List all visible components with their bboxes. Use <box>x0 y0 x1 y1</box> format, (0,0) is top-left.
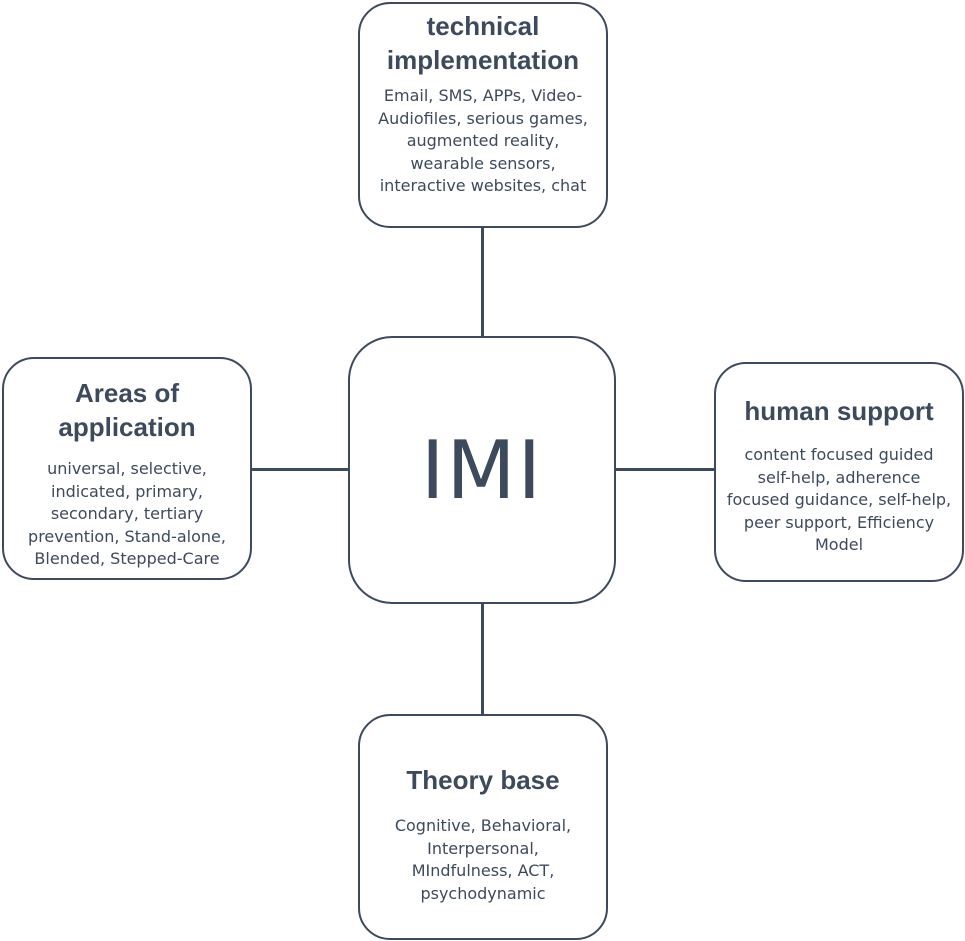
connector-bottom <box>481 604 484 714</box>
connector-right <box>616 468 714 471</box>
technical-implementation-node: technical implementation Email, SMS, APP… <box>358 2 608 228</box>
theory-base-title: Theory base <box>406 765 560 795</box>
center-node: IMI <box>348 336 616 604</box>
human-support-title: human support <box>744 396 934 426</box>
areas-of-application-node: Areas of application universal, selectiv… <box>2 357 252 580</box>
areas-of-application-title: Areas of application <box>58 378 196 442</box>
center-label: IMI <box>420 423 544 517</box>
technical-implementation-title: technical implementation <box>386 11 580 75</box>
theory-base-node: Theory base Cognitive, Behavioral, Inter… <box>358 714 608 940</box>
areas-of-application-text: universal, selective, indicated, primary… <box>28 459 226 568</box>
human-support-text: content focused guided self-help, adhere… <box>726 445 952 554</box>
technical-implementation-text: Email, SMS, APPs, Video-Audiofiles, seri… <box>378 86 588 195</box>
theory-base-text: Cognitive, Behavioral, Interpersonal, MI… <box>394 816 572 903</box>
connector-left <box>252 468 348 471</box>
human-support-node: human support content focused guided sel… <box>714 362 964 582</box>
connector-top <box>481 228 484 336</box>
